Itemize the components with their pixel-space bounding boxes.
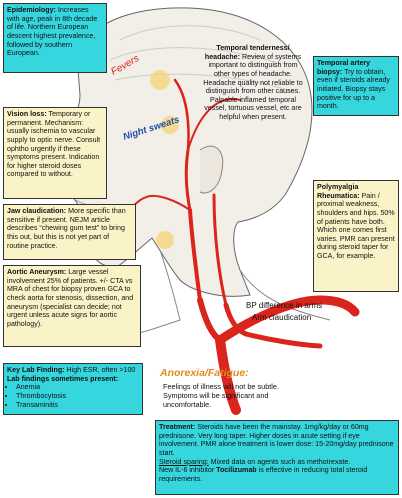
bp-difference-label: BP difference in arms [246, 301, 323, 310]
aortic-aneurysm-box: Aortic Aneurysm: Large vessel involvemen… [3, 265, 141, 347]
treatment-box: Treatment: Steroids have been the mainst… [155, 420, 399, 495]
lab-findings-box: Key Lab Finding: High ESR, often >100 La… [3, 363, 143, 415]
artery-tree [127, 78, 360, 415]
fever-glow [150, 70, 179, 249]
anorexia-box: Feelings of illness will not be subtle. … [163, 382, 279, 409]
polymyalgia-box: Polymyalgia Rheumatica: Pain / proximal … [313, 180, 399, 292]
lab-findings-list: Anemia Thrombocytosis Transaminitis [7, 383, 139, 409]
ear [199, 145, 224, 194]
temporal-tenderness-box: Temporal tenderness/ headache: Review of… [203, 44, 303, 122]
list-item: Thrombocytosis [16, 392, 139, 401]
epidemiology-box: Epidemiology: Increases with age, peak i… [3, 3, 107, 73]
arm-claudication-label: Arm claudication [252, 313, 312, 322]
vision-loss-box: Vision loss: Temporary or permanent. Mec… [3, 107, 107, 199]
anorexia-title: Anorexia/Fatigue: [160, 367, 249, 379]
list-item: Transaminitis [16, 401, 139, 410]
jaw-claudication-box: Jaw claudication: More specific than sen… [3, 204, 136, 260]
temporal-biopsy-box: Temporal artery biopsy: Try to obtain, e… [313, 56, 399, 116]
list-item: Anemia [16, 383, 139, 392]
